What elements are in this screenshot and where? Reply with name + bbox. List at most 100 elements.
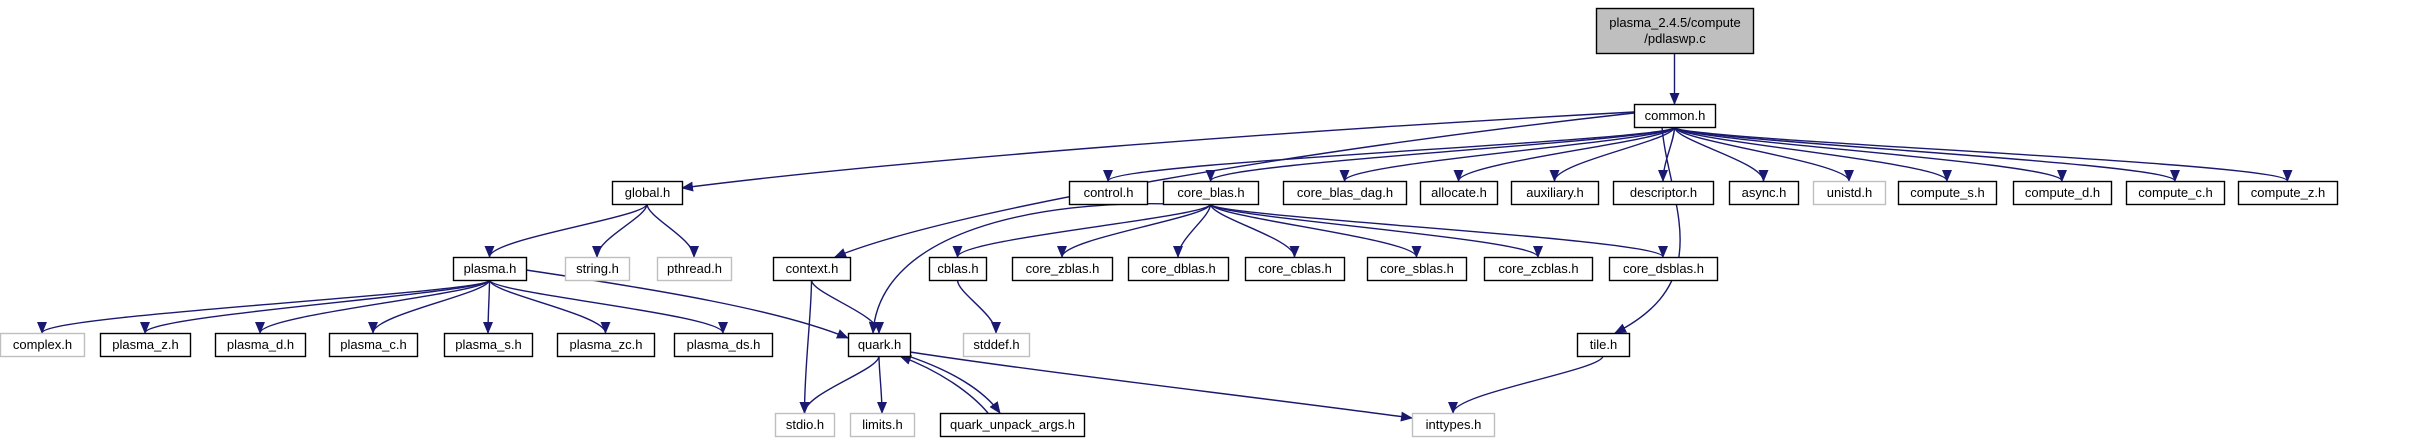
- node-label: core_dblas.h: [1141, 261, 1215, 276]
- node-core-dsblas-h[interactable]: core_dsblas.h: [1608, 256, 1719, 282]
- node-label: compute_d.h: [2025, 185, 2100, 200]
- node-core-dblas-h[interactable]: core_dblas.h: [1127, 256, 1230, 282]
- edge-context-h-to-stdio-h: [799, 279, 813, 414]
- node-stdio-h: stdio.h: [774, 412, 836, 438]
- node-box: [939, 412, 1086, 438]
- node-auxiliary-h[interactable]: auxiliary.h: [1510, 180, 1600, 206]
- node-label: plasma_z.h: [112, 337, 178, 352]
- node-label: core_blas_dag.h: [1297, 185, 1393, 200]
- node-global-h[interactable]: global.h: [611, 180, 684, 206]
- node-root[interactable]: plasma_2.4.5/compute/pdlaswp.c: [1595, 7, 1755, 55]
- edge-common-h-to-core-blas-h: [1205, 126, 1676, 182]
- node-box: [556, 332, 656, 358]
- node-box: [1608, 256, 1719, 282]
- edge-context-h-to-quark-h: [810, 279, 884, 334]
- edge-common-h-to-unistd-h: [1673, 126, 1854, 182]
- edge-global-h-to-string-h: [592, 203, 648, 258]
- edge-common-h-to-control-h: [1103, 126, 1676, 182]
- node-box: [1633, 103, 1717, 129]
- node-box: [2237, 180, 2339, 206]
- nodes-layer: plasma_2.4.5/compute/pdlaswp.c common.h gl…: [0, 7, 2339, 438]
- node-string-h: string.h: [564, 256, 631, 282]
- node-label: control.h: [1084, 185, 1134, 200]
- node-box: [1612, 180, 1715, 206]
- node-box: [1510, 180, 1600, 206]
- node-plasma-h[interactable]: plasma.h: [452, 256, 528, 282]
- node-plasma-c-h[interactable]: plasma_c.h: [328, 332, 419, 358]
- node-compute-d-h[interactable]: compute_d.h: [2012, 180, 2113, 206]
- node-tile-h[interactable]: tile.h: [1576, 332, 1631, 358]
- node-label: string.h: [576, 261, 619, 276]
- node-box: [1897, 180, 1998, 206]
- node-cblas-h[interactable]: cblas.h: [928, 256, 988, 282]
- node-core-zblas-h[interactable]: core_zblas.h: [1011, 256, 1114, 282]
- node-label: core_sblas.h: [1380, 261, 1454, 276]
- node-label: plasma_ds.h: [687, 337, 761, 352]
- node-compute-c-h[interactable]: compute_c.h: [2125, 180, 2226, 206]
- node-box: [328, 332, 419, 358]
- node-box: [962, 332, 1031, 358]
- node-box: [1162, 180, 1260, 206]
- edge-quark-h-to-stdio-h: [799, 355, 880, 414]
- node-box: [1728, 180, 1800, 206]
- edge-global-h-to-pthread-h: [646, 203, 699, 258]
- node-box: [1011, 256, 1114, 282]
- node-pthread-h: pthread.h: [656, 256, 733, 282]
- edge-plasma-h-to-plasma-d-h: [255, 279, 491, 334]
- node-label: stddef.h: [973, 337, 1019, 352]
- edge-common-h-to-compute-d-h: [1673, 126, 2067, 182]
- node-core-sblas-h[interactable]: core_sblas.h: [1366, 256, 1468, 282]
- node-plasma-s-h[interactable]: plasma_s.h: [443, 332, 534, 358]
- node-box: [928, 256, 988, 282]
- node-core-blas-h[interactable]: core_blas.h: [1162, 180, 1260, 206]
- node-quark-h[interactable]: quark.h: [847, 332, 912, 358]
- node-label: plasma_2.4.5/compute: [1609, 15, 1741, 30]
- node-label: quark.h: [858, 337, 901, 352]
- edge-core-blas-h-to-cblas-h: [952, 203, 1212, 258]
- node-box: [774, 412, 836, 438]
- node-label: compute_z.h: [2251, 185, 2325, 200]
- edge-quark-h-to-limits-h: [876, 355, 887, 414]
- edge-core-blas-h-to-core-zblas-h: [1057, 203, 1212, 258]
- edge-plasma-h-to-plasma-zc-h: [488, 279, 611, 334]
- node-label: async.h: [1742, 185, 1787, 200]
- node-label: stdio.h: [786, 417, 824, 432]
- node-box: [1483, 256, 1594, 282]
- node-control-h[interactable]: control.h: [1068, 180, 1149, 206]
- node-label: inttypes.h: [1426, 417, 1482, 432]
- node-box: [1127, 256, 1230, 282]
- edge-common-h-to-tile-h: [1614, 126, 1681, 334]
- node-plasma-ds-h[interactable]: plasma_ds.h: [673, 332, 774, 358]
- node-label: compute_c.h: [2138, 185, 2212, 200]
- node-label: plasma_c.h: [340, 337, 406, 352]
- node-descriptor-h[interactable]: descriptor.h: [1612, 180, 1715, 206]
- node-allocate-h[interactable]: allocate.h: [1419, 180, 1499, 206]
- node-label: quark_unpack_args.h: [950, 417, 1075, 432]
- edge-common-h-to-core-blas-dag-h: [1339, 126, 1676, 182]
- node-compute-s-h[interactable]: compute_s.h: [1897, 180, 1998, 206]
- node-label: context.h: [786, 261, 839, 276]
- node-plasma-zc-h[interactable]: plasma_zc.h: [556, 332, 656, 358]
- node-core-zcblas-h[interactable]: core_zcblas.h: [1483, 256, 1594, 282]
- node-label: complex.h: [13, 337, 72, 352]
- node-complex-h: complex.h: [0, 332, 86, 358]
- edge-plasma-h-to-plasma-s-h: [483, 279, 494, 334]
- node-compute-z-h[interactable]: compute_z.h: [2237, 180, 2339, 206]
- edge-plasma-h-to-plasma-z-h: [140, 279, 491, 334]
- node-core-cblas-h[interactable]: core_cblas.h: [1244, 256, 1346, 282]
- edge-quark-h-to-quark-unpack-args-h: [907, 355, 1001, 414]
- node-box: [656, 256, 733, 282]
- node-common-h[interactable]: common.h: [1633, 103, 1717, 129]
- edge-plasma-h-to-plasma-c-h: [368, 279, 491, 334]
- node-async-h[interactable]: async.h: [1728, 180, 1800, 206]
- edge-quark-unpack-args-h-to-quark-h: [899, 355, 989, 414]
- node-context-h[interactable]: context.h: [772, 256, 852, 282]
- edge-plasma-h-to-plasma-ds-h: [488, 279, 728, 334]
- node-plasma-d-h[interactable]: plasma_d.h: [214, 332, 307, 358]
- node-core-blas-dag-h[interactable]: core_blas_dag.h: [1282, 180, 1408, 206]
- node-quark-unpack-args-h[interactable]: quark_unpack_args.h: [939, 412, 1086, 438]
- node-label: /pdlaswp.c: [1644, 31, 1706, 46]
- node-plasma-z-h[interactable]: plasma_z.h: [99, 332, 192, 358]
- edge-core-blas-h-to-core-sblas-h: [1209, 203, 1422, 258]
- edge-tile-h-to-inttypes-h: [1448, 355, 1604, 414]
